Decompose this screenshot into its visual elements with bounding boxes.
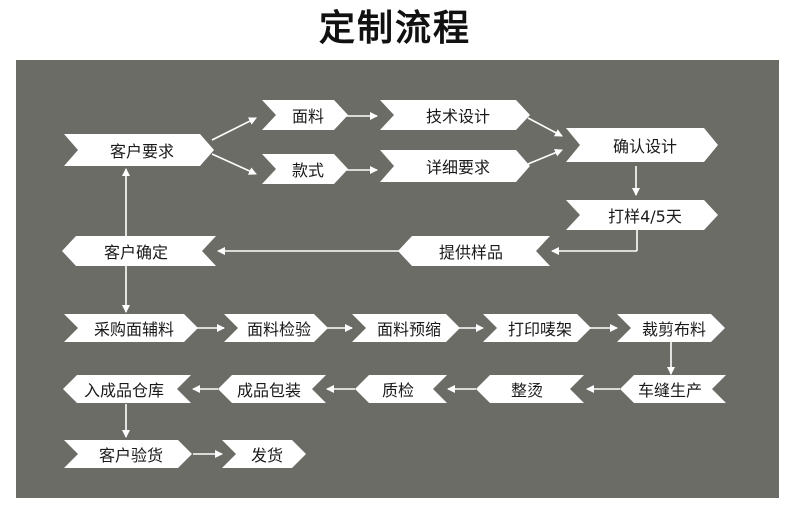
node-sample-days: 打样4/5天 — [566, 200, 718, 230]
node-shipping: 发货 — [222, 440, 306, 468]
node-cutting: 裁剪布料 — [617, 314, 725, 342]
node-purchase-materials: 采购面辅料 — [64, 314, 198, 342]
node-fabric-preshrink: 面料预缩 — [352, 314, 460, 342]
node-print-mark: 打印唛架 — [483, 314, 591, 342]
node-finished-packing: 成品包装 — [218, 375, 326, 403]
node-tech-design: 技术设计 — [380, 100, 530, 130]
arrow-request-to-style — [211, 153, 257, 175]
node-fabric: 面料 — [262, 100, 348, 130]
node-confirm-design: 确认设计 — [566, 128, 718, 162]
node-fabric-inspection: 面料检验 — [224, 314, 328, 342]
node-warehouse: 入成品仓库 — [63, 375, 191, 403]
node-quality-check: 质检 — [355, 375, 447, 403]
node-customer-inspection: 客户验货 — [64, 440, 192, 468]
node-style: 款式 — [262, 154, 348, 184]
node-provide-sample: 提供样品 — [398, 236, 550, 266]
node-customer-confirm: 客户确定 — [62, 236, 216, 266]
page-title: 定制流程 — [318, 8, 471, 49]
node-detail-request: 详细要求 — [380, 150, 530, 182]
node-ironing: 整烫 — [476, 375, 584, 403]
arrow-tech-to-confirm — [527, 117, 563, 137]
arrow-detail-to-confirm — [527, 148, 563, 165]
arrow-request-to-fabric — [211, 117, 257, 141]
node-sewing: 车缝生产 — [620, 375, 726, 403]
node-customer-request: 客户要求 — [64, 134, 214, 166]
